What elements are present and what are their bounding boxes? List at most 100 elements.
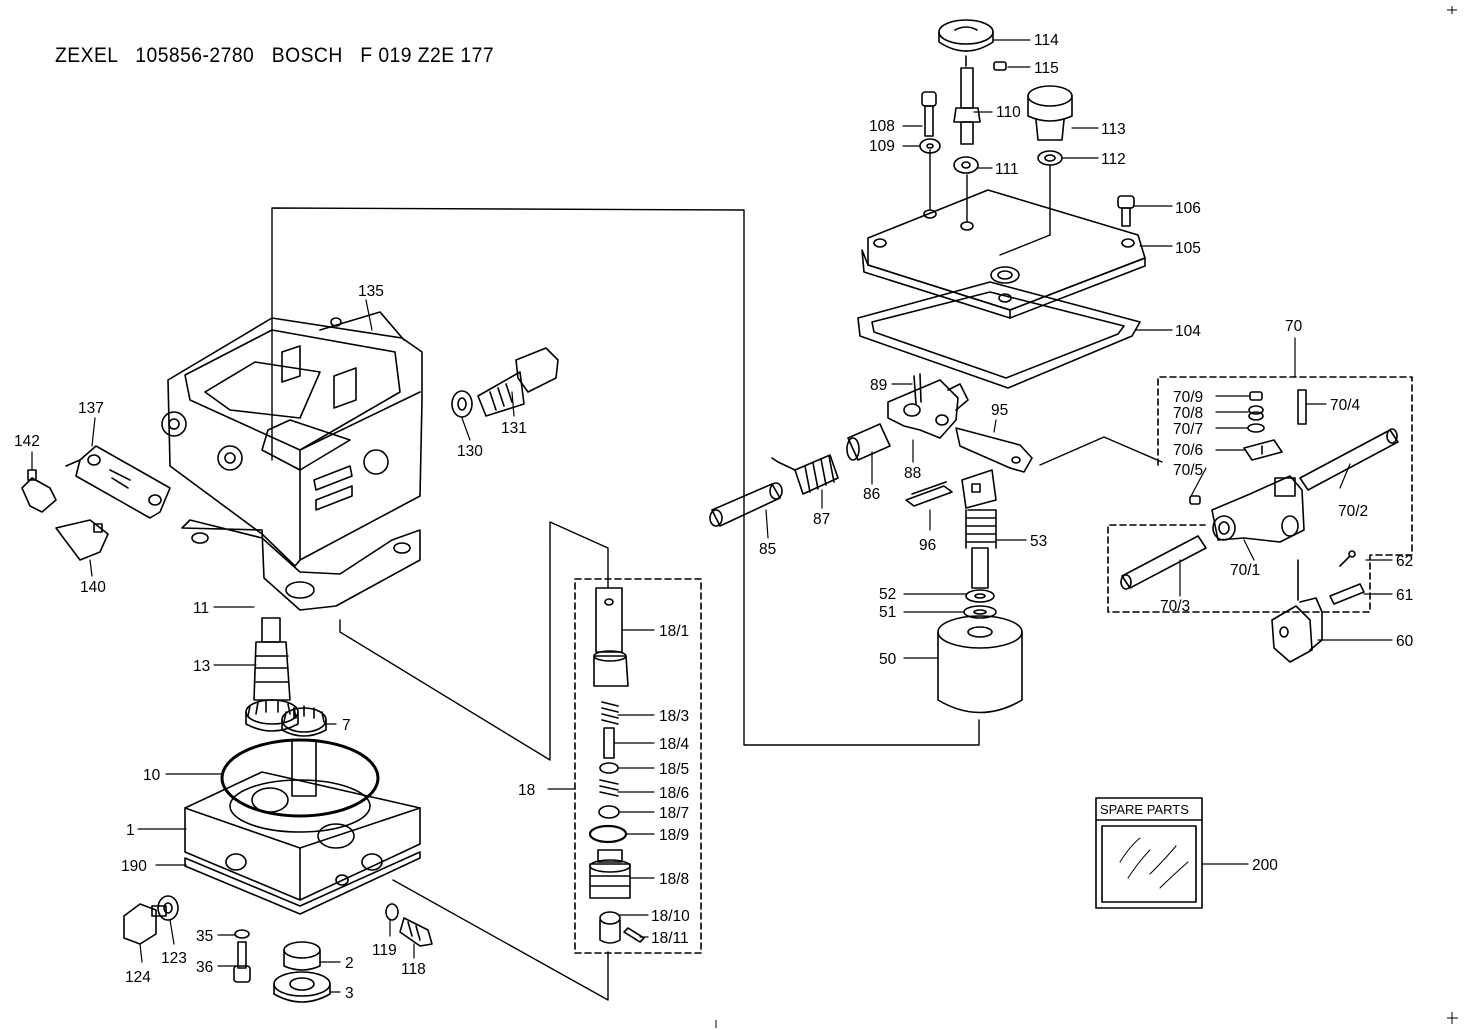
- set-screw-115: [993, 61, 1007, 71]
- gear-7: [281, 705, 327, 797]
- nut-111: [953, 156, 979, 174]
- label-110: 110: [996, 104, 1021, 121]
- label-52: 52: [879, 586, 896, 603]
- link-95: [955, 427, 1033, 473]
- gear-13: [245, 699, 299, 732]
- fork-53: [961, 469, 997, 509]
- screw-118: [399, 917, 433, 947]
- plug-124: [123, 903, 167, 945]
- label-70-1: 70/1: [1230, 562, 1260, 579]
- label-87: 87: [813, 511, 830, 528]
- washer-70-7: [1247, 423, 1265, 433]
- pin-18-11: [623, 927, 645, 943]
- label-18-3: 18/3: [659, 708, 689, 725]
- shaft-70-3: [1120, 535, 1207, 590]
- label-70-6: 70/6: [1173, 442, 1203, 459]
- group-70-box: [1107, 376, 1413, 613]
- shaft-85: [709, 482, 783, 527]
- washer-130: [451, 390, 473, 418]
- label-35: 35: [196, 928, 213, 945]
- label-86: 86: [863, 486, 880, 503]
- label-2: 2: [345, 955, 354, 972]
- knob-114: [938, 19, 994, 67]
- header-bosch-part-number: F 019 Z2E 177: [360, 44, 495, 67]
- shaft-70-2: [1299, 428, 1399, 491]
- label-51: 51: [879, 604, 896, 621]
- label-112: 112: [1101, 151, 1126, 168]
- label-95: 95: [991, 402, 1008, 419]
- ring-119: [385, 903, 399, 921]
- shaft-13: [253, 617, 291, 701]
- spare-parts-box: [1095, 797, 1203, 909]
- callout-labels: 114 115 108 110 113 109 111 112 106 105 …: [14, 32, 1414, 1002]
- label-18-7: 18/7: [659, 805, 689, 822]
- label-70-3: 70/3: [1160, 598, 1190, 615]
- part-18-8: [589, 849, 631, 899]
- label-62: 62: [1396, 553, 1413, 570]
- label-109: 109: [869, 138, 895, 155]
- header-zexel-part-number: 105856-2780: [135, 44, 255, 67]
- label-104: 104: [1175, 323, 1201, 340]
- label-96: 96: [919, 537, 936, 554]
- spare-parts-title: SPARE PARTS: [1100, 802, 1189, 817]
- label-131: 131: [501, 420, 527, 437]
- label-3: 3: [345, 985, 354, 1002]
- pin-89: [913, 373, 922, 405]
- bearing-2: [283, 941, 321, 971]
- pin-70-4: [1297, 389, 1307, 425]
- label-115: 115: [1034, 60, 1059, 77]
- screw-108: [921, 91, 937, 137]
- plate-137: [75, 445, 171, 519]
- label-70: 70: [1285, 318, 1303, 335]
- label-118: 118: [401, 961, 426, 978]
- housing-70-1: [1211, 475, 1305, 543]
- header-brand-zexel: ZEXEL: [55, 44, 118, 67]
- spring-70-8: [1248, 405, 1264, 421]
- label-105: 105: [1175, 240, 1201, 257]
- screw-35: [234, 929, 250, 939]
- part-18-5: [599, 762, 619, 774]
- bolt-36: [233, 941, 251, 983]
- lever-60: [1271, 559, 1323, 663]
- leader-lines: [31, 39, 1393, 993]
- label-18-8: 18/8: [659, 871, 689, 888]
- pin-62: [1339, 550, 1356, 567]
- cover-105: [861, 189, 1146, 319]
- label-113: 113: [1101, 121, 1126, 138]
- label-18-4: 18/4: [659, 736, 690, 753]
- label-18: 18: [518, 782, 535, 799]
- gasket-104: [857, 281, 1141, 389]
- housing-11: [161, 311, 423, 611]
- label-13: 13: [193, 658, 210, 675]
- label-70-7: 70/7: [1173, 421, 1203, 438]
- label-114: 114: [1034, 32, 1059, 49]
- label-18-1: 18/1: [659, 623, 689, 640]
- label-70-5: 70/5: [1173, 462, 1203, 479]
- o-ring-10: [220, 738, 380, 818]
- bolt-110: [953, 67, 981, 145]
- plug-131: [477, 347, 559, 417]
- label-111: 111: [995, 161, 1019, 178]
- lever-88: [887, 379, 969, 439]
- screw-70-5: [1189, 495, 1201, 505]
- spring-87: [771, 454, 839, 495]
- label-70-9: 70/9: [1173, 389, 1203, 406]
- label-200: 200: [1252, 857, 1278, 874]
- label-50: 50: [879, 651, 897, 668]
- plate-70-6: [1243, 439, 1283, 461]
- lever-142: [21, 469, 57, 513]
- gasket-190: [184, 851, 421, 915]
- washer-52: [965, 589, 995, 603]
- bushing-86: [846, 423, 891, 461]
- washer-112: [1037, 150, 1063, 166]
- spring-18-3: [601, 701, 619, 725]
- diagram-header: ZEXEL 105856-2780 BOSCH F 019 Z2E 177: [55, 44, 494, 68]
- label-18-6: 18/6: [659, 785, 689, 802]
- label-123: 123: [161, 950, 187, 967]
- label-140: 140: [80, 579, 106, 596]
- crop-marks: [715, 6, 1458, 1028]
- label-18-5: 18/5: [659, 761, 689, 778]
- label-106: 106: [1175, 200, 1201, 217]
- header-brand-bosch: BOSCH: [271, 44, 343, 67]
